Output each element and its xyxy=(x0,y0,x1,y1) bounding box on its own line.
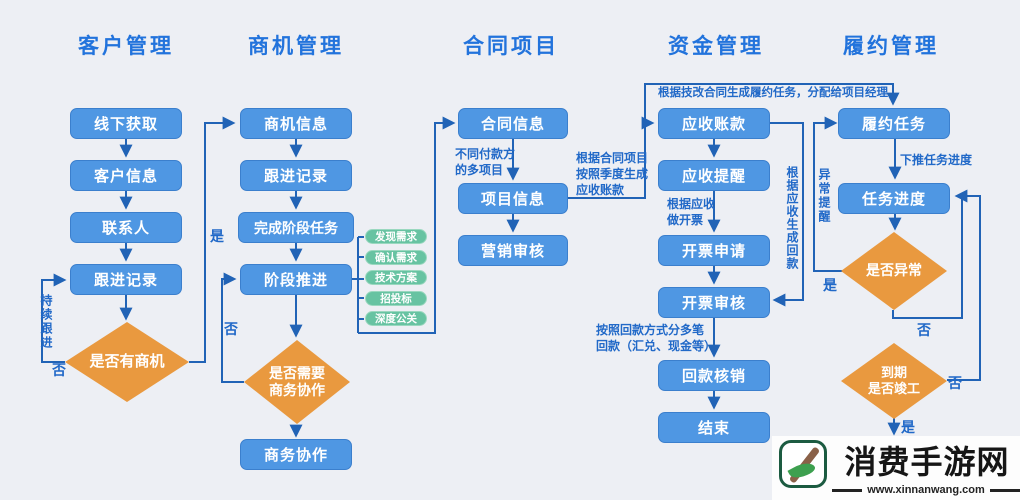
leaf-logo-icon xyxy=(779,440,827,488)
branch-yes-due-complete: 是 xyxy=(901,419,915,435)
watermark-url-row: www.xinnanwang.com xyxy=(832,484,1020,496)
annotation-gen-receivable: 根据合同项目 按照季度生成 应收账款 xyxy=(576,151,649,198)
node-performance-task: 履约任务 xyxy=(838,108,950,139)
node-marketing-audit: 营销审核 xyxy=(458,235,568,266)
header-funds-management: 资金管理 xyxy=(668,35,764,58)
stage-tag-tech-solution: 技术方案 xyxy=(365,270,427,285)
annotation-gen-repayment: 根据应收生成回款 xyxy=(785,166,799,270)
branch-no-has-opportunity: 否 xyxy=(52,362,66,378)
node-follow-record-1: 跟进记录 xyxy=(70,264,182,295)
header-opportunity-management: 商机管理 xyxy=(248,35,344,58)
watermark: 消费手游网 www.xinnanwang.com xyxy=(772,436,1020,500)
watermark-url: www.xinnanwang.com xyxy=(867,484,985,496)
node-opportunity-info: 商机信息 xyxy=(240,108,352,139)
decision-label: 是否竣工 xyxy=(867,381,920,396)
node-invoice-apply: 开票申请 xyxy=(658,235,770,266)
header-customer-management: 客户管理 xyxy=(78,35,174,58)
node-complete-stage-task: 完成阶段任务 xyxy=(238,212,354,243)
node-receivable: 应收账款 xyxy=(658,108,770,139)
decision-label: 商务协作 xyxy=(269,382,325,398)
header-contract-project: 合同项目 xyxy=(463,35,559,58)
node-repayment-writeoff: 回款核销 xyxy=(658,360,770,391)
watermark-title: 消费手游网 xyxy=(844,444,1010,480)
stage-tag-discover-need: 发现需求 xyxy=(365,229,427,244)
node-contact-person: 联系人 xyxy=(70,212,182,243)
decision-label: 到期 xyxy=(880,364,907,380)
decision-label: 是否需要 xyxy=(269,364,325,381)
annotation-multi-project: 不同付款方 的多项目 xyxy=(455,147,516,178)
annotation-banner-performance: 根据技改合同生成履约任务，分配给项目经理 xyxy=(658,87,888,99)
node-stage-advance: 阶段推进 xyxy=(240,264,352,295)
annotation-repay-split: 按照回款方式分多笔 回款（汇兑、现金等） xyxy=(596,323,717,354)
annotation-continue-follow: 持续跟进 xyxy=(39,294,53,350)
stage-tag-bidding: 招投标 xyxy=(365,291,427,306)
branch-yes-has-opportunity: 是 xyxy=(210,228,224,244)
annotation-invoice-by-receivable: 根据应收 做开票 xyxy=(667,197,716,228)
branch-no-is-abnormal: 否 xyxy=(917,322,931,338)
decision-label: 是否有商机 xyxy=(89,352,165,370)
node-business-collab: 商务协作 xyxy=(240,439,352,470)
stage-tag-deep-pr: 深度公关 xyxy=(365,311,427,326)
branch-no-due-complete: 否 xyxy=(948,375,962,391)
node-contract-info: 合同信息 xyxy=(458,108,568,139)
branch-yes-is-abnormal: 是 xyxy=(823,277,837,293)
annotation-push-progress: 下推任务进度 xyxy=(900,153,973,167)
node-customer-info: 客户信息 xyxy=(70,160,182,191)
node-receivable-reminder: 应收提醒 xyxy=(658,160,770,191)
node-invoice-audit: 开票审核 xyxy=(658,287,770,318)
stage-tag-confirm-need: 确认需求 xyxy=(365,250,427,265)
annotation-abnormal-remind: 异常提醒 xyxy=(817,168,831,224)
decision-label: 是否异常 xyxy=(866,262,922,279)
node-offline-acquire: 线下获取 xyxy=(70,108,182,139)
divider-line xyxy=(989,488,1020,492)
divider-line xyxy=(832,488,863,492)
node-follow-record-2: 跟进记录 xyxy=(240,160,352,191)
node-end: 结束 xyxy=(658,412,770,443)
branch-no-need-collab: 否 xyxy=(224,321,238,337)
node-project-info: 项目信息 xyxy=(458,183,568,214)
header-performance-management: 履约管理 xyxy=(843,35,939,58)
node-task-progress: 任务进度 xyxy=(838,183,950,214)
